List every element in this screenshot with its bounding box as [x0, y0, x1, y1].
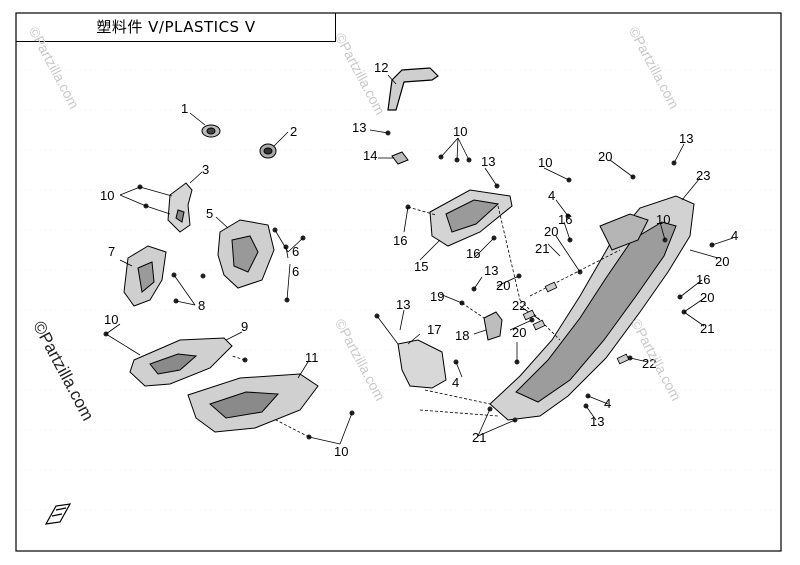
callout-14: 14	[363, 148, 377, 163]
callout-16a: 16	[393, 233, 407, 248]
part-3-bracket	[167, 182, 193, 233]
brand-logo	[44, 503, 72, 525]
callout-13a: 13	[352, 120, 366, 135]
page-title: 塑料件 V/PLASTICS V	[96, 18, 256, 36]
callout-21b: 21	[535, 241, 549, 256]
callout-20a: 20	[496, 278, 510, 293]
callout-21c: 21	[700, 321, 714, 336]
callout-11: 11	[305, 350, 319, 365]
part-12-handle	[387, 67, 439, 111]
title-box: 塑料件 V/PLASTICS V	[16, 13, 336, 42]
part-7-side-panel	[123, 245, 167, 307]
callout-7: 7	[108, 244, 115, 259]
callout-21a: 21	[472, 430, 486, 445]
callout-12: 12	[374, 60, 388, 75]
part-17-plate	[397, 339, 447, 389]
callout-10f: 10	[656, 212, 670, 227]
callout-9: 9	[241, 319, 248, 334]
callout-2: 2	[290, 124, 297, 139]
part-11-lower-fairing	[187, 373, 319, 433]
callout-19: 19	[430, 289, 444, 304]
part-15-bracket	[429, 189, 513, 247]
callout-13c: 13	[484, 263, 498, 278]
leader-lines-right	[369, 74, 734, 437]
callout-13b: 13	[481, 154, 495, 169]
callout-20e: 20	[715, 254, 729, 269]
part-23-main-undertray	[489, 195, 695, 421]
callout-16d: 16	[696, 272, 710, 287]
callout-3: 3	[202, 162, 209, 177]
callout-8: 8	[198, 298, 205, 313]
part-22-clips	[522, 281, 630, 365]
callout-15: 15	[414, 259, 428, 274]
callout-10e: 10	[538, 155, 552, 170]
callout-16c: 16	[558, 212, 572, 227]
callout-labels: 1 2 3 10 5 6 6 7 8 10 9 11 10 12 13 14 1…	[100, 60, 738, 459]
part-2-grommet	[259, 143, 277, 159]
callout-20b: 20	[512, 325, 526, 340]
part-5-cover	[217, 219, 275, 289]
callout-10b: 10	[104, 312, 118, 327]
callout-20f: 20	[700, 290, 714, 305]
callout-22a: 22	[512, 298, 526, 313]
leader-lines-left	[105, 112, 353, 445]
callout-20d: 20	[544, 224, 558, 239]
part-18-small-bracket	[483, 311, 503, 341]
callout-4b: 4	[548, 188, 555, 203]
page-frame	[15, 12, 782, 552]
callout-13e: 13	[679, 131, 693, 146]
part-9-fairing	[129, 337, 233, 387]
callout-5: 5	[206, 206, 213, 221]
callout-6b: 6	[292, 264, 299, 279]
callout-6a: 6	[292, 244, 299, 259]
callout-4a: 4	[452, 375, 459, 390]
callout-18: 18	[455, 328, 469, 343]
part-14-clip	[391, 151, 409, 165]
callout-4d: 4	[604, 396, 611, 411]
callout-10d: 10	[453, 124, 467, 139]
part-1-grommet	[201, 124, 221, 138]
callout-23: 23	[696, 168, 710, 183]
callout-1: 1	[181, 101, 188, 116]
callout-10c: 10	[334, 444, 348, 459]
callout-16b: 16	[466, 246, 480, 261]
callout-13d: 13	[396, 297, 410, 312]
callout-4c: 4	[731, 228, 738, 243]
callout-22b: 22	[642, 356, 656, 371]
callout-13f: 13	[590, 414, 604, 429]
callout-10a: 10	[100, 188, 114, 203]
callout-17: 17	[427, 322, 441, 337]
callout-20c: 20	[598, 149, 612, 164]
